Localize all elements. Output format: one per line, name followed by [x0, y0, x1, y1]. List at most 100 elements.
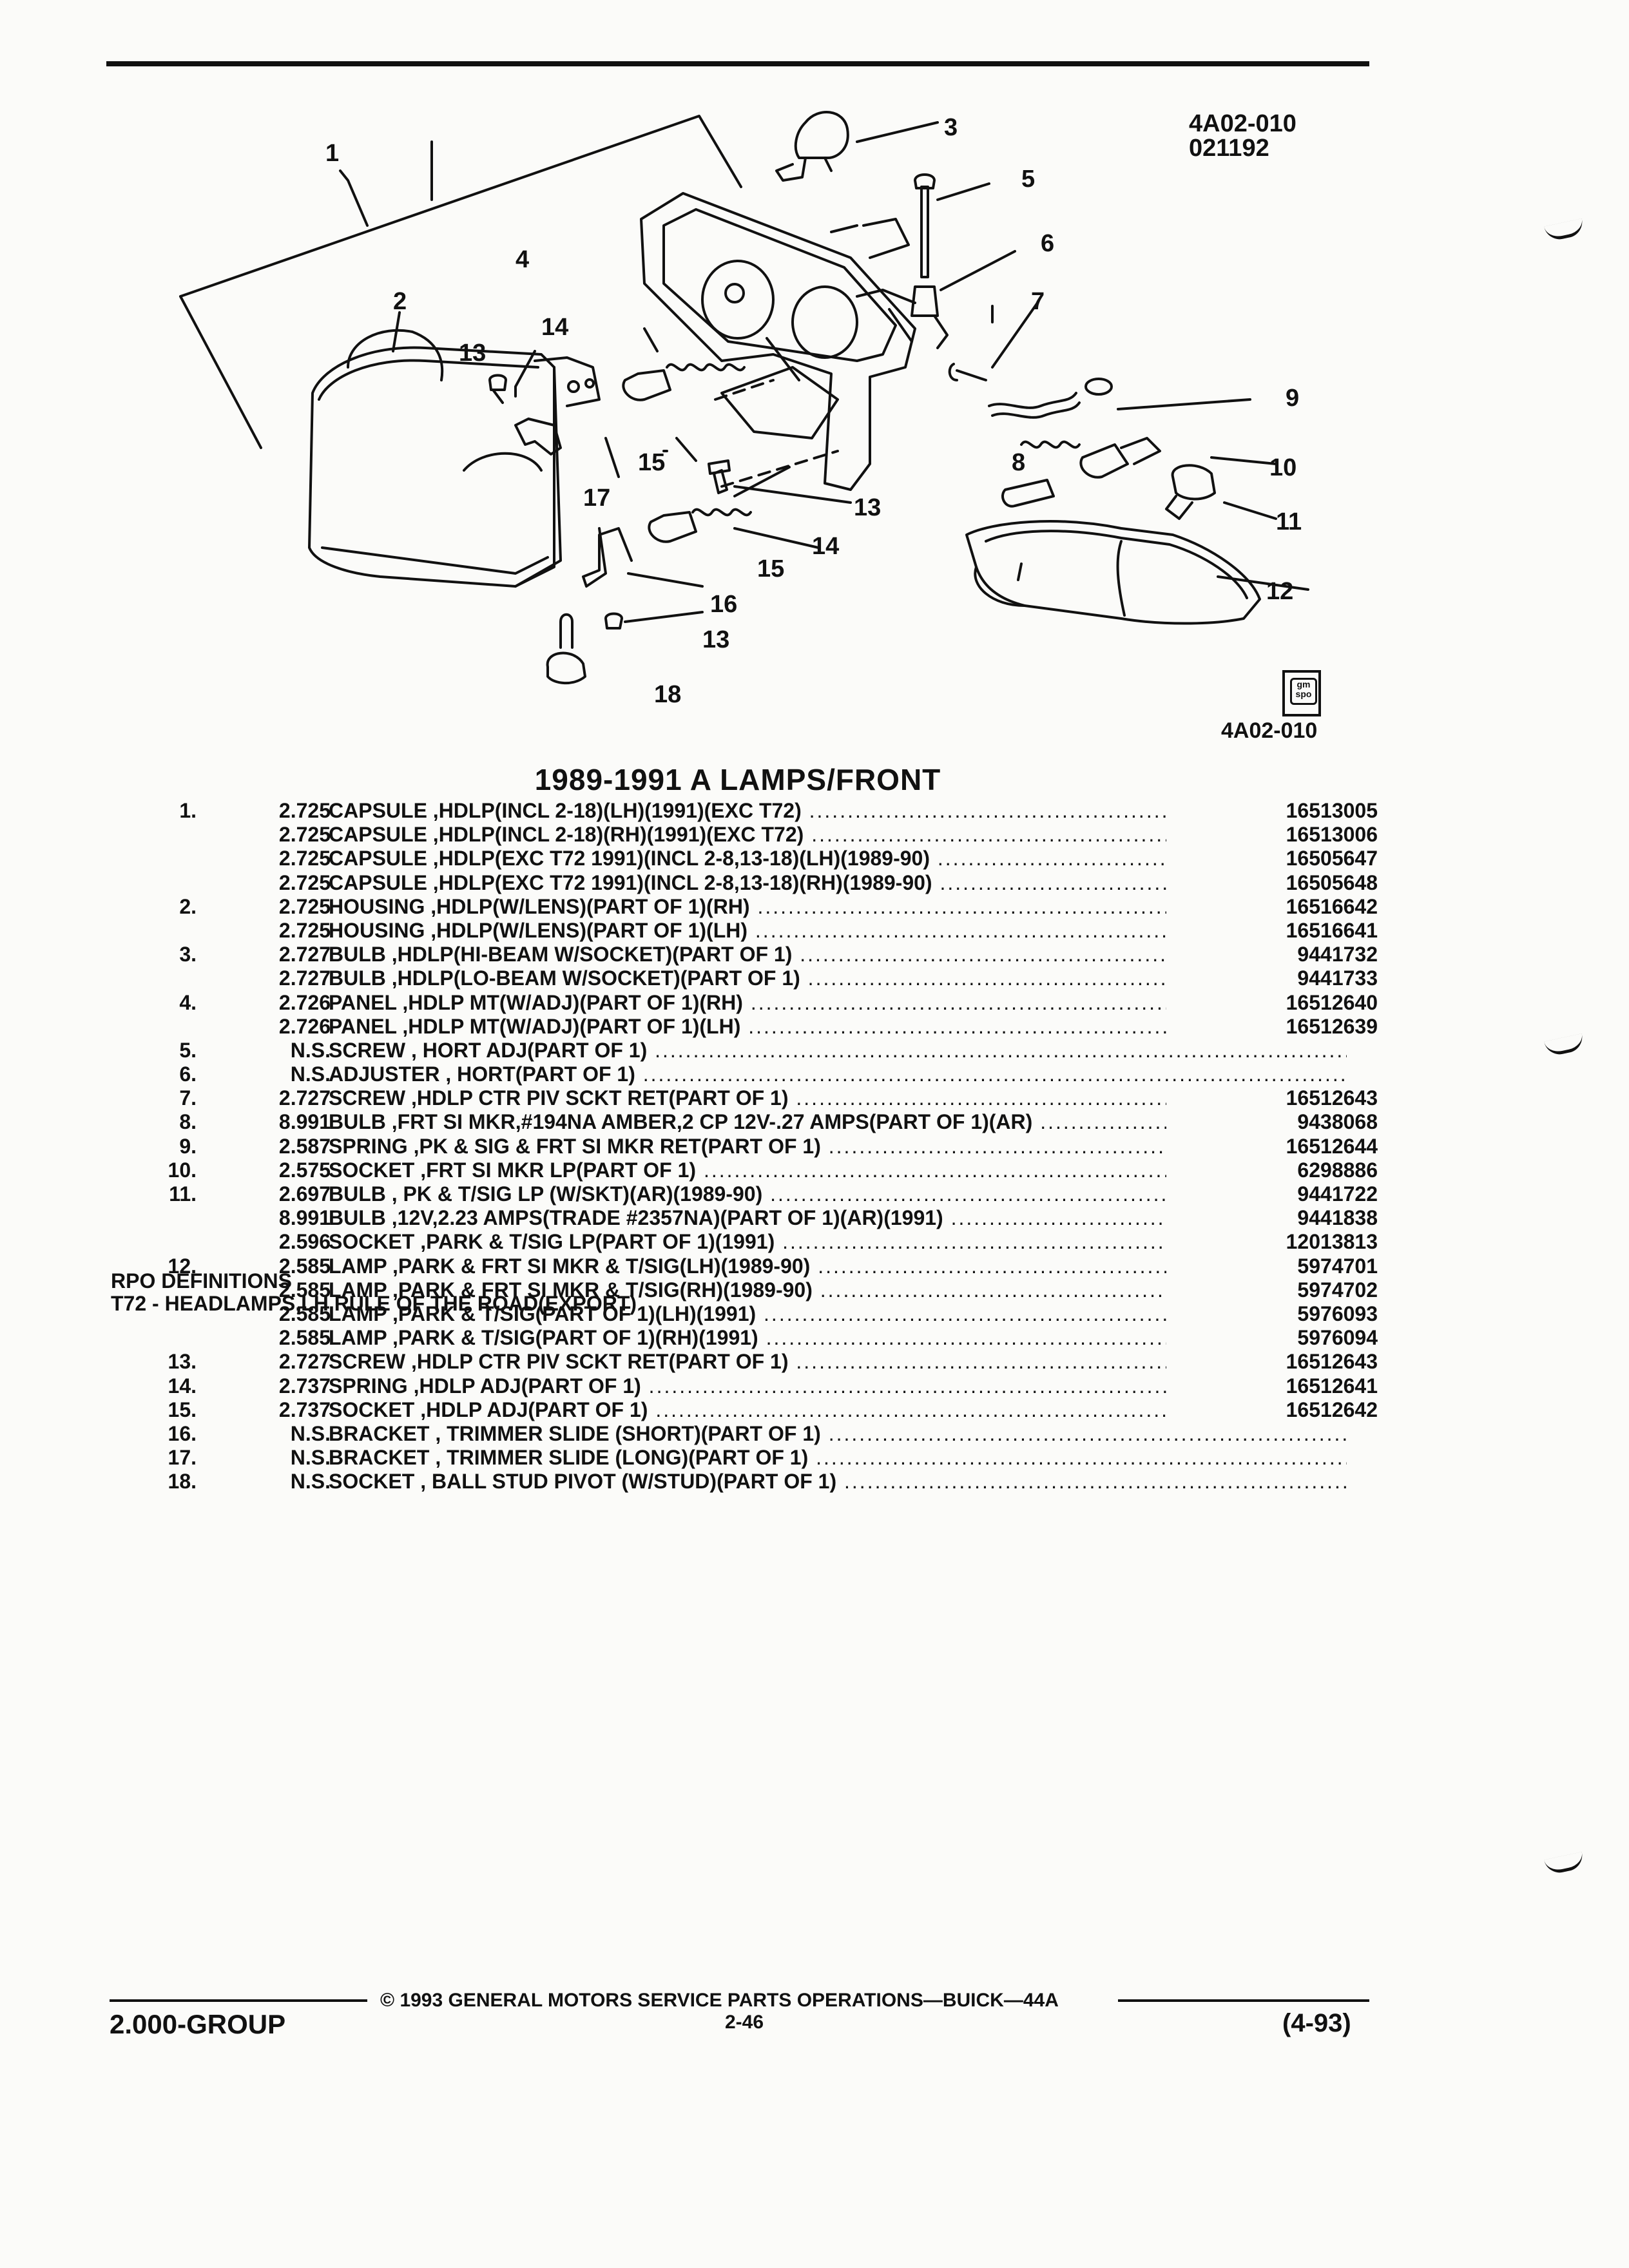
callout-15a: 15 — [638, 449, 665, 476]
callout-14a: 14 — [541, 314, 568, 341]
group-number: N.S. — [290, 1421, 331, 1445]
mounting-panel — [640, 192, 916, 491]
callout-1: 1 — [325, 140, 339, 167]
part-detail: ,PARK & FRT SI MKR & T/SIG(LH)(1989-90) — [392, 1254, 811, 1278]
capsule-bracket — [179, 115, 742, 298]
group-number: 2.697 — [278, 1182, 331, 1206]
top-rule — [106, 61, 1369, 66]
trimmer-bracket-long — [514, 418, 562, 456]
park-marker-lamp — [965, 520, 1261, 625]
part-detail: ,HDLP(EXC T72 1991)(INCL 2-8,13-18)(RH)(… — [432, 870, 932, 894]
park-bulb-socket — [1171, 464, 1216, 501]
part-number: 9441838 — [1166, 1206, 1378, 1231]
part-name: PANEL — [329, 1014, 397, 1038]
part-number: 9441732 — [1166, 943, 1378, 967]
callout-3: 3 — [944, 114, 958, 141]
margin-mark — [1544, 218, 1585, 242]
part-detail: , HORT(PART OF 1) — [445, 1062, 635, 1086]
part-name: SPRING — [329, 1134, 408, 1158]
callout-11: 11 — [1276, 508, 1302, 535]
part-name: CAPSULE — [329, 870, 427, 894]
item-number: 4. — [179, 990, 197, 1014]
part-detail: ,HDLP MT(W/ADJ)(PART OF 1)(LH) — [402, 1014, 741, 1038]
part-name: LAMP — [329, 1302, 387, 1325]
part-name: SPRING — [329, 1374, 408, 1398]
part-number: 16512640 — [1166, 990, 1378, 1015]
group-number: 2.725 — [278, 894, 331, 918]
group-number: 2.587 — [278, 1134, 331, 1158]
part-description: SPRING ,PK & SIG & FRT SI MKR RET(PART O… — [329, 1135, 1347, 1158]
part-name: LAMP — [329, 1254, 387, 1278]
part-name: SCREW — [329, 1086, 406, 1110]
part-number: 9441733 — [1166, 966, 1378, 991]
item-number: 15. — [168, 1398, 197, 1421]
item-number: 13. — [168, 1350, 197, 1374]
page-number: 2-46 — [725, 2012, 764, 2033]
part-name: BRACKET — [329, 1421, 430, 1445]
part-name: SOCKET — [329, 1398, 415, 1421]
exploded-parts-diagram: 1 2 3 4 5 6 7 8 9 10 11 12 13 13 13 14 1… — [179, 111, 1309, 708]
part-name: SCREW — [329, 1038, 406, 1062]
part-detail: , TRIMMER SLIDE (LONG)(PART OF 1) — [435, 1446, 809, 1470]
part-detail: , PK & T/SIG LP (W/SKT)(AR)(1989-90) — [391, 1182, 763, 1206]
callout-17: 17 — [583, 485, 610, 512]
item-number: 11. — [169, 1182, 197, 1206]
callout-10: 10 — [1269, 454, 1296, 481]
part-detail: , HORT ADJ(PART OF 1) — [411, 1038, 648, 1062]
part-name: PANEL — [329, 990, 397, 1014]
part-detail: ,PK & SIG & FRT SI MKR RET(PART OF 1) — [413, 1134, 821, 1158]
part-detail: ,PARK & T/SIG(PART OF 1)(LH)(1991) — [392, 1302, 757, 1325]
margin-mark — [1544, 1852, 1585, 1876]
part-number: 6298886 — [1166, 1158, 1378, 1182]
part-detail: ,PARK & T/SIG LP(PART OF 1)(1991) — [420, 1230, 775, 1254]
item-number: 10. — [168, 1158, 197, 1182]
group-number: 2.575 — [278, 1158, 331, 1182]
part-description: ADJUSTER , HORT(PART OF 1) .............… — [329, 1062, 1347, 1086]
group-number: N.S. — [290, 1038, 331, 1062]
part-name: CAPSULE — [329, 823, 427, 847]
part-name: BULB — [329, 1206, 386, 1230]
part-number: 9438068 — [1166, 1110, 1378, 1135]
part-description: SOCKET ,HDLP ADJ(PART OF 1) ............… — [329, 1398, 1347, 1422]
part-description: SCREW , HORT ADJ(PART OF 1) ............… — [329, 1039, 1347, 1062]
hi-lo-bulb — [775, 111, 849, 182]
part-name: SOCKET — [329, 1470, 415, 1494]
part-detail: ,HDLP(EXC T72 1991)(INCL 2-8,13-18)(LH)(… — [432, 847, 930, 870]
part-name: SCREW — [329, 1350, 406, 1374]
part-detail: ,HDLP(INCL 2-18)(RH)(1991)(EXC T72) — [432, 823, 804, 847]
group-number: 2.726 — [278, 1014, 331, 1038]
part-number: 16516641 — [1166, 918, 1378, 943]
footer-rule-left — [110, 1999, 367, 2002]
part-number: 16516642 — [1166, 894, 1378, 919]
part-name: LAMP — [329, 1278, 387, 1302]
item-number: 12. — [168, 1254, 197, 1278]
part-name: BULB — [329, 1110, 386, 1134]
adjust-spring — [666, 363, 746, 372]
group-number: 2.725 — [278, 847, 331, 870]
part-name: LAMP — [329, 1326, 387, 1350]
item-number: 7. — [179, 1086, 197, 1110]
item-number: 14. — [168, 1374, 197, 1398]
part-number: 16512639 — [1166, 1014, 1378, 1039]
part-name: BULB — [329, 1182, 386, 1206]
part-detail: ,PARK & T/SIG(PART OF 1)(RH)(1991) — [392, 1326, 758, 1350]
group-number: 2.585 — [278, 1326, 331, 1350]
part-detail: ,HDLP(W/LENS)(PART OF 1)(LH) — [430, 918, 748, 942]
diagram-caption: 4A02-010 — [1221, 718, 1318, 743]
item-number: 9. — [179, 1134, 197, 1158]
group-number: 2.727 — [278, 966, 331, 990]
item-number: 3. — [179, 943, 197, 966]
part-number: 16512643 — [1166, 1350, 1378, 1374]
